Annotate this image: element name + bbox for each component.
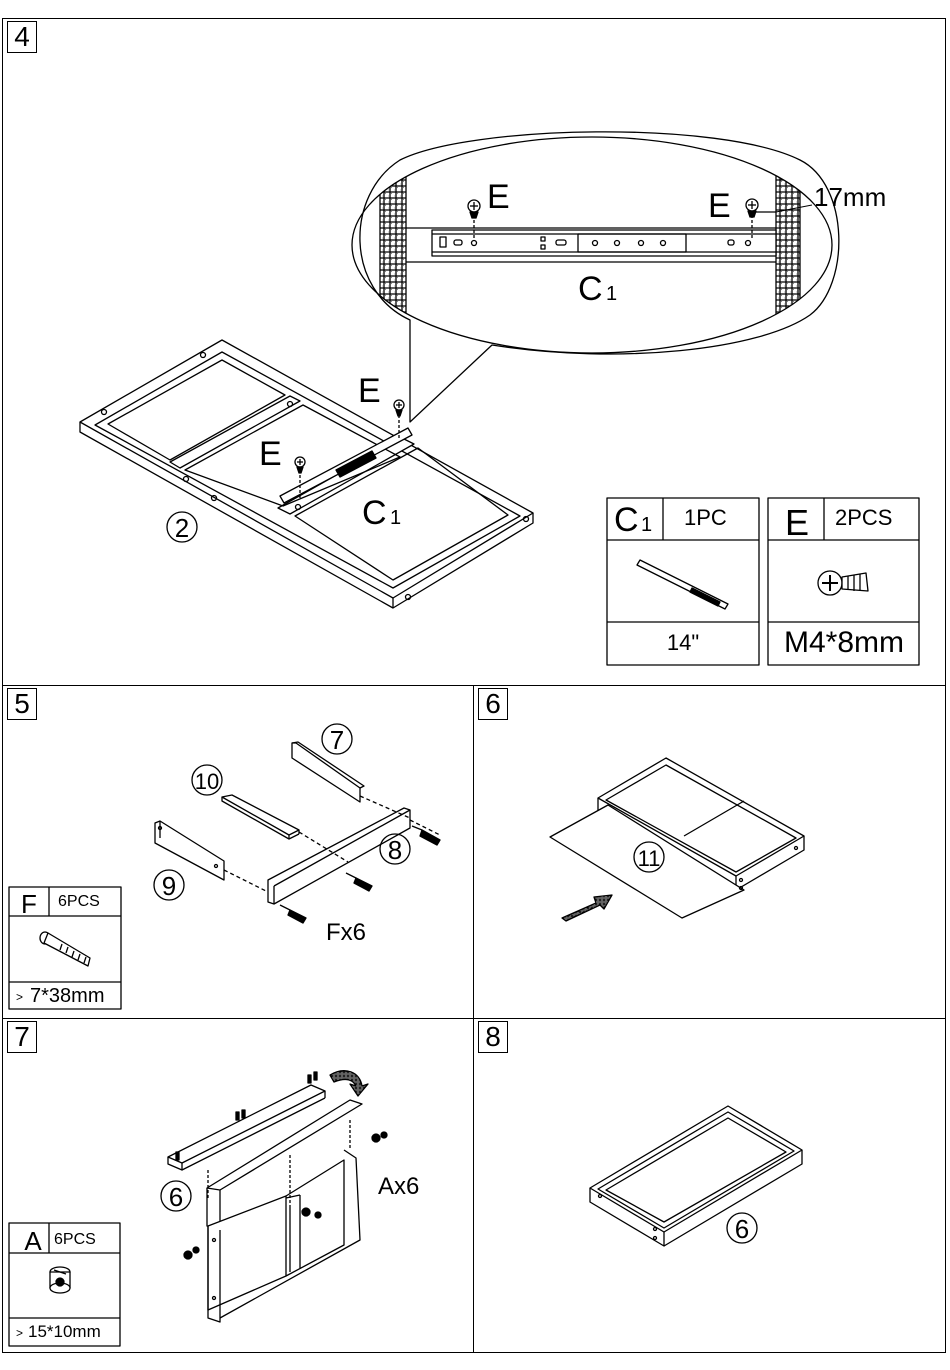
part-code-subscript: 1: [641, 514, 652, 536]
step5-drawing: 7 10 9 8: [153, 723, 441, 946]
step-number: 7: [7, 1021, 37, 1053]
step-number: 4: [7, 21, 37, 53]
part-quantity: 1PC: [684, 505, 727, 530]
frame-screw-left-label: E: [259, 435, 282, 473]
step-7-panel: 7: [2, 1018, 474, 1353]
part-code: F: [21, 889, 37, 919]
cam-lock-icon: [49, 1266, 71, 1294]
step4-frame: E E C 1 2: [79, 339, 534, 609]
part-size: M4*8mm: [784, 626, 904, 659]
step6-drawing: 11: [549, 757, 805, 922]
part-quantity: 2PCS: [835, 505, 892, 530]
arrow-icon: [561, 894, 613, 922]
part-code: E: [785, 502, 809, 543]
parts-box-a: A 6PCS > 15*10mm: [8, 1222, 121, 1347]
drawer-slide-icon: [636, 559, 729, 610]
parts-box-f: F 6PCS > 7*38mm: [8, 886, 122, 1010]
frame-slide-subscript: 1: [390, 507, 401, 529]
frame-slide-label: C: [362, 494, 387, 532]
screw-icon: [467, 199, 481, 219]
step7-drawing: 6 Ax6: [160, 1070, 419, 1323]
frame-part-number: 2: [175, 513, 189, 543]
callout-screw-right-label: E: [708, 187, 731, 225]
part-7-number: 7: [330, 725, 344, 755]
screw-icon: [393, 399, 405, 417]
parts-box-c1: C 1 1PC 14": [606, 497, 760, 666]
screw-icon: [817, 570, 869, 596]
part-11-number: 11: [638, 846, 661, 871]
step-8-panel: 8: [473, 1018, 946, 1353]
dowel-screw-icon: [39, 931, 91, 967]
part-quantity: 6PCS: [58, 893, 100, 910]
part-code: A: [24, 1226, 42, 1256]
part-code: C: [614, 501, 639, 539]
part-6-number: 6: [735, 1214, 749, 1244]
part-9-number: 9: [162, 871, 176, 901]
rotate-arrow-icon: [329, 1070, 369, 1097]
callout-slide-label: C: [578, 270, 603, 308]
svg-text:>: >: [16, 1326, 23, 1340]
part-quantity: 6PCS: [54, 1231, 96, 1248]
fastener-callout: Ax6: [378, 1173, 419, 1200]
cam-lock-icon: [183, 1131, 388, 1260]
step4-magnifier-callout: E E 17mm C 1: [351, 131, 886, 423]
part-size: 7*38mm: [30, 985, 104, 1007]
screw-icon: [745, 198, 759, 218]
parts-box-e: E 2PCS M4*8mm: [767, 497, 920, 666]
part-size: 15*10mm: [28, 1322, 101, 1341]
step8-drawing: 6: [589, 1105, 803, 1247]
step-number: 5: [7, 688, 37, 720]
part-size: 14": [667, 630, 699, 655]
part-10-number: 10: [195, 769, 219, 794]
frame-screw-top-label: E: [358, 372, 381, 410]
callout-slide-subscript: 1: [606, 283, 617, 305]
screw-icon: [294, 456, 306, 474]
callout-screw-left-label: E: [487, 178, 510, 216]
step-number: 6: [478, 688, 508, 720]
callout-dimension: 17mm: [814, 182, 886, 212]
svg-text:>: >: [16, 990, 23, 1004]
part-8-number: 8: [388, 835, 402, 865]
part-6-number: 6: [169, 1182, 183, 1212]
fastener-callout: Fx6: [326, 919, 366, 946]
step-number: 8: [478, 1021, 508, 1053]
